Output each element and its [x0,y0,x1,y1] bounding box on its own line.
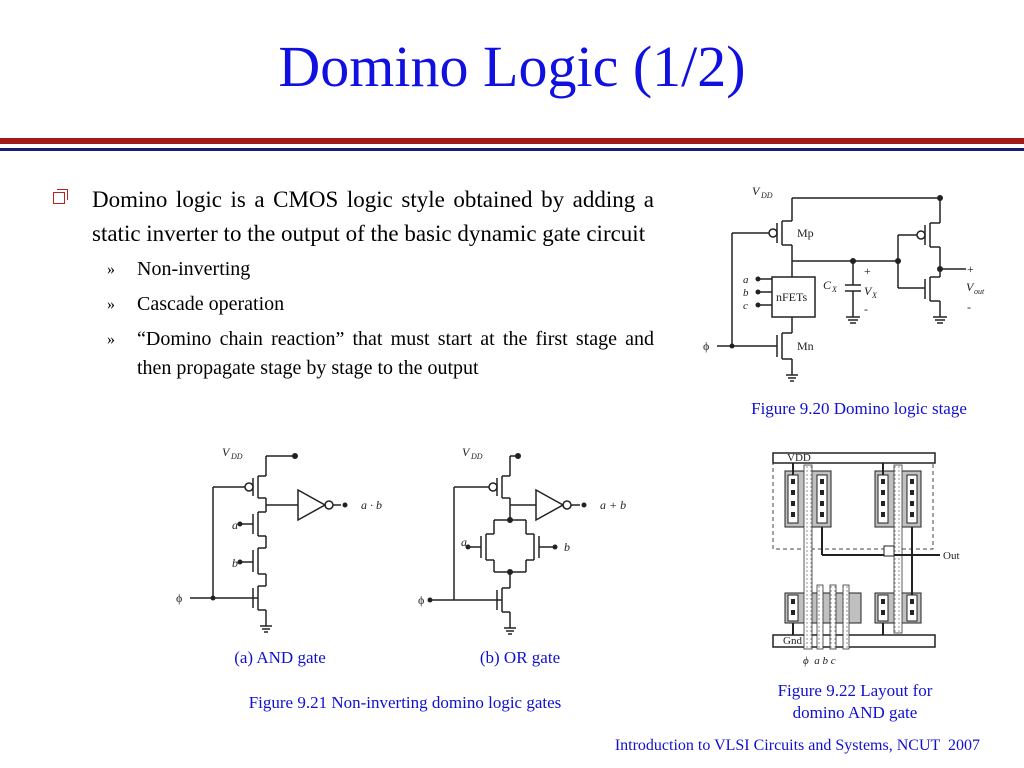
bullet-list: Domino logic is a CMOS logic style obtai… [53,183,654,389]
and-input-b: b [232,556,238,570]
sub-bullet-text: Cascade operation [137,293,285,315]
fig20-vout-sub: out [974,287,985,296]
sub-bullet-item: » Non-inverting [92,255,654,284]
slide-title: Domino Logic (1/2) [278,34,746,99]
or-output-label: a + b [600,498,626,512]
sub-bullet-item: » Cascade operation [92,290,654,319]
fig20-vout-minus: - [967,300,971,314]
layout-out-label: Out [943,550,960,562]
sub-bullet-marker: » [107,261,115,278]
fig20-vdd-label: V [752,184,761,198]
or-input-b: b [564,540,570,554]
fig22-caption-line1: Figure 9.22 Layout for [777,681,933,700]
domino-or-gate-diagram: V DD a b ϕ a + b [418,445,626,635]
fig20-input-c: c [743,300,748,312]
fig20-input-a: a [743,274,749,286]
or-vdd-label: V [462,445,471,459]
fig20-cx-sub: X [831,285,838,294]
fig20-vx-plus: + [864,264,871,278]
sub-bullet-text: “Domino chain reaction” that must start … [137,328,654,379]
and-phi-label: ϕ [176,591,182,605]
or-phi-label: ϕ [418,593,424,607]
fig20-mn-label: Mn [797,339,814,353]
domino-and-layout-diagram: VDD Out Gnd ϕ a b c [772,452,960,667]
fig20-nfets-label: nFETs [776,290,807,304]
and-vdd-sub: DD [230,452,243,461]
domino-and-gate-diagram: V DD a b ϕ a · b [176,445,382,633]
fig20-input-b: b [743,287,749,299]
or-gate-caption: (b) OR gate [479,648,561,667]
fig21-caption: Figure 9.21 Non-inverting domino logic g… [248,693,562,712]
title-rule-red [0,138,1024,144]
fig20-cx-label: C [823,278,832,292]
and-vdd-label: V [222,445,231,459]
bullet-box-icon [53,189,68,204]
sub-bullet-marker: » [107,331,115,348]
fig20-vout-label: V [966,280,975,294]
or-vdd-sub: DD [470,452,483,461]
fig20-mp-label: Mp [797,226,814,240]
main-bullet: Domino logic is a CMOS logic style obtai… [92,187,654,246]
and-output-label: a · b [361,498,382,512]
fig20-vx-minus: - [864,302,868,316]
sub-bullet-text: Non-inverting [137,258,251,280]
fig20-vdd-sub: DD [760,191,773,200]
fig20-vx-sub: X [871,291,878,300]
fig20-vx-label: V [864,284,873,298]
domino-logic-stage-diagram: V DD Mp nFETs Mn a b c ϕ C X + V X - + V… [703,184,985,382]
sub-bullet-list: » Non-inverting » Cascade operation » “Domi… [92,255,654,383]
sub-bullet-marker: » [107,296,115,313]
fig20-vout-plus: + [967,262,974,276]
fig20-phi-label: ϕ [703,339,709,353]
title-rule-blue [0,148,1024,151]
slide-footer: Introduction to VLSI Circuits and System… [614,737,980,754]
and-input-a: a [232,518,238,532]
layout-inputs-label: ϕ a b c [803,655,836,667]
or-input-a: a [461,535,467,549]
fig20-caption: Figure 9.20 Domino logic stage [751,399,967,418]
sub-bullet-item: » “Domino chain reaction” that must start… [92,325,654,383]
and-gate-caption: (a) AND gate [234,648,326,667]
layout-vdd-label: VDD [787,452,811,464]
layout-gnd-label: Gnd [783,635,802,647]
fig22-caption-line2: domino AND gate [792,703,918,722]
